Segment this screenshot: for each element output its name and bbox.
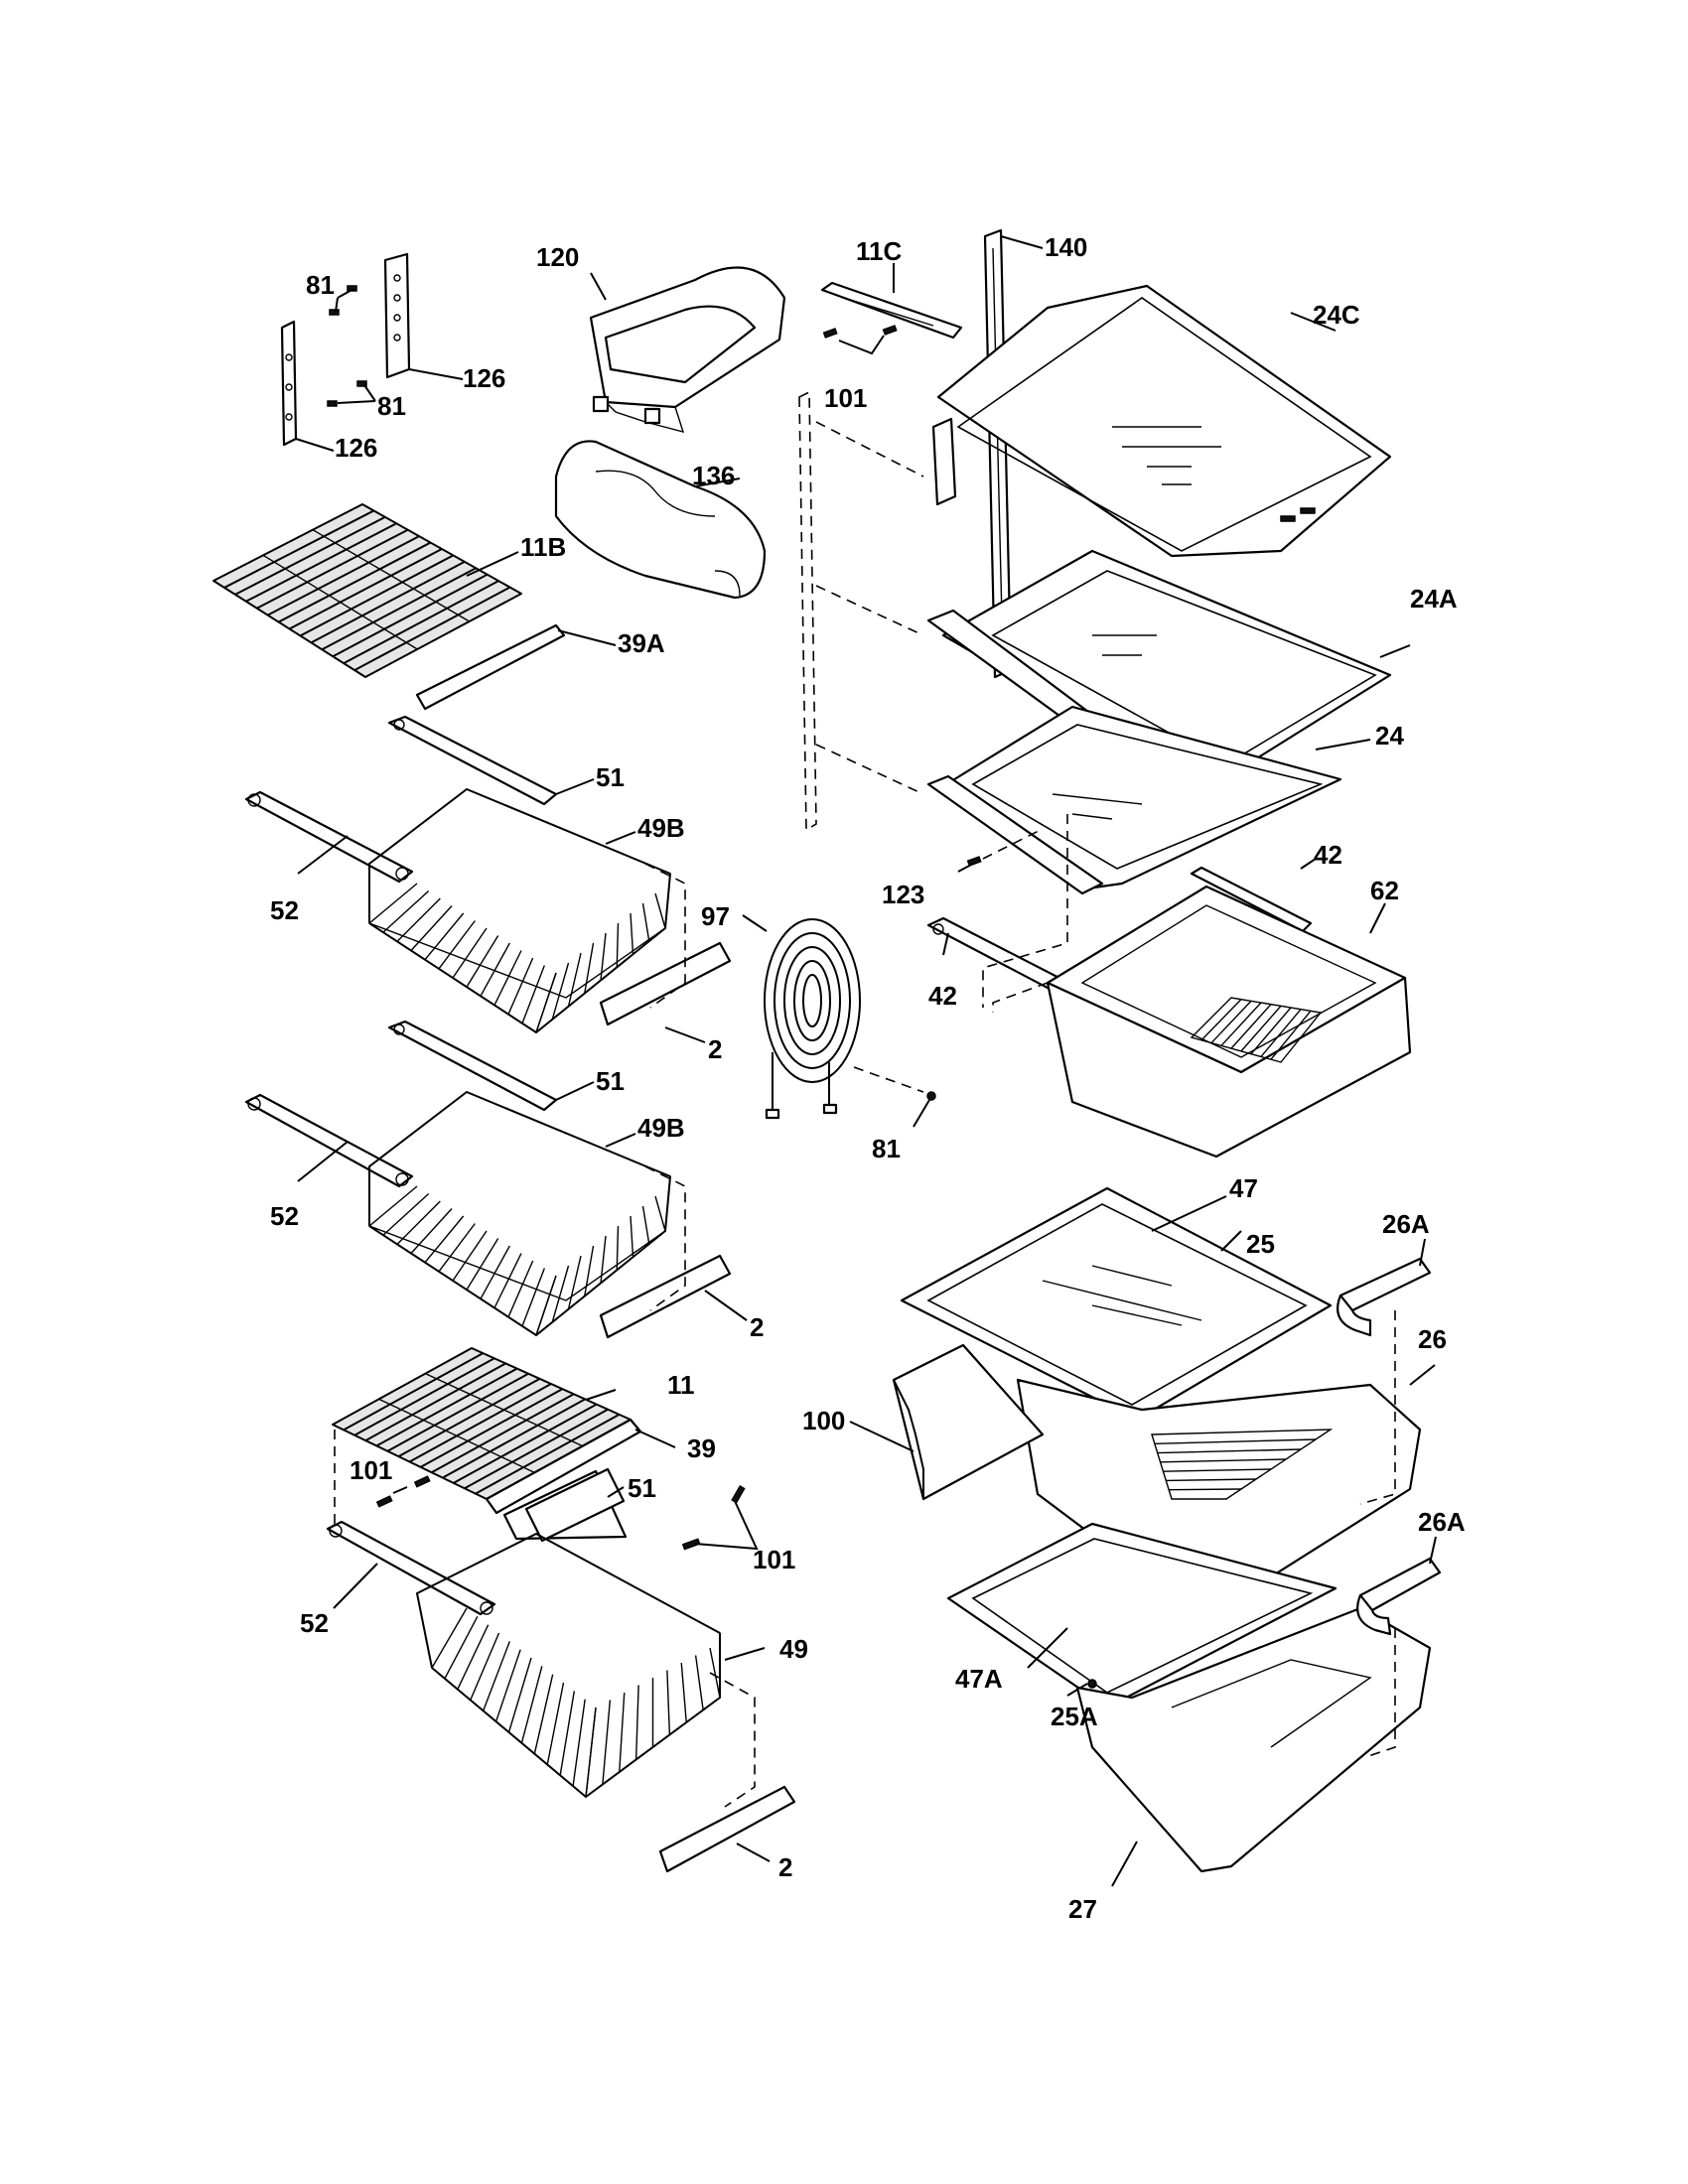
slide-rail-51-c [502, 1467, 628, 1543]
callout-47: 47 [1229, 1173, 1258, 1203]
bracket-11C [820, 263, 963, 340]
slide-rail-51-b [387, 1020, 595, 1112]
cradle-136 [554, 440, 767, 600]
ice-bin-120 [589, 266, 786, 434]
callout-2: 2 [778, 1852, 792, 1882]
callout-136: 136 [692, 461, 735, 490]
dashed-guide-27 [1364, 1628, 1396, 1758]
glass-shelf-24A [926, 549, 1411, 778]
callout-24A: 24A [1410, 584, 1458, 614]
callout-39: 39 [687, 1433, 716, 1463]
dashed-guide-24C [815, 421, 924, 795]
slide-rail-51-a [387, 715, 595, 806]
wire-shelf-11 [332, 1347, 632, 1500]
callout-27: 27 [1068, 1894, 1097, 1924]
callout-51: 51 [628, 1473, 656, 1503]
callout-101: 101 [824, 383, 867, 413]
callout-123: 123 [882, 880, 924, 909]
callout-51: 51 [596, 1066, 625, 1096]
callout-52: 52 [300, 1608, 329, 1638]
screws-101-left [375, 1475, 431, 1508]
slide-rail-52-a [244, 790, 414, 884]
dashed-guide-basket-b [644, 1165, 686, 1311]
callout-97: 97 [701, 901, 730, 931]
bracket-26A-top [1336, 1238, 1432, 1337]
dashed-guide-62 [982, 814, 1068, 1008]
callout-81: 81 [872, 1134, 901, 1163]
crisper-cover-25A [946, 1522, 1337, 1709]
callout-126: 126 [463, 363, 505, 393]
callout-81: 81 [377, 391, 406, 421]
panel-100 [849, 1343, 1045, 1501]
callout-47A: 47A [955, 1664, 1003, 1694]
crisper-cover-25 [900, 1186, 1333, 1422]
front-trim-2-b [599, 1254, 748, 1339]
front-trim-2-a [599, 941, 732, 1043]
slide-rail-52-b [244, 1093, 414, 1188]
callout-120: 120 [536, 242, 579, 272]
callout-11B: 11B [520, 532, 566, 562]
callout-11: 11 [667, 1370, 695, 1400]
front-trim-2-c [658, 1785, 796, 1873]
slide-rail-52-c [326, 1520, 496, 1616]
callout-49B: 49B [637, 813, 685, 843]
crisper-drawer-26 [1016, 1364, 1436, 1615]
wire-basket-49B-b [368, 1090, 671, 1337]
crisper-drawer-62 [992, 885, 1412, 1159]
heater-coil-97 [742, 914, 936, 1128]
callout-52: 52 [270, 1201, 299, 1231]
wire-basket-49 [415, 1532, 766, 1799]
callout-100: 100 [802, 1406, 845, 1435]
callout-25: 25 [1246, 1229, 1275, 1259]
callout-52: 52 [270, 895, 299, 925]
trim-39A [415, 623, 617, 711]
callout-140: 140 [1045, 232, 1087, 262]
rail-42-rear [1190, 858, 1317, 933]
callout-49B: 49B [637, 1113, 685, 1143]
callout-51: 51 [596, 762, 625, 792]
callout-126: 126 [335, 433, 377, 463]
callout-26A: 26A [1418, 1507, 1466, 1537]
screw-123 [957, 828, 1044, 873]
screws-81-top [327, 285, 376, 407]
dashed-guide-basket-c [709, 1672, 756, 1808]
callout-49: 49 [779, 1634, 808, 1664]
glass-shelf-24C [931, 284, 1392, 558]
rail-left-dashed [798, 390, 817, 832]
callout-26: 26 [1418, 1324, 1447, 1354]
callout-101: 101 [753, 1545, 795, 1574]
bracket-126-right [383, 252, 464, 380]
bracket-126-left [280, 320, 335, 452]
callout-2: 2 [708, 1034, 722, 1064]
glass-shelf-24 [926, 705, 1371, 895]
callout-101: 101 [350, 1455, 392, 1485]
screws-101-right [681, 1485, 759, 1551]
crisper-drawer-27 [1075, 1606, 1432, 1887]
trim-39 [485, 1418, 676, 1515]
callout-26A: 26A [1382, 1209, 1430, 1239]
callout-2: 2 [750, 1312, 764, 1342]
callout-62: 62 [1370, 876, 1399, 905]
callout-81: 81 [306, 270, 335, 300]
dashed-guide-26 [1359, 1310, 1396, 1505]
callout-42: 42 [1314, 840, 1342, 870]
wire-basket-49B-a [368, 787, 671, 1034]
callout-11C: 11C [856, 236, 902, 266]
screws-101-top [822, 325, 898, 355]
wire-shelf-11B [212, 503, 522, 678]
callout-39A: 39A [618, 628, 665, 658]
callout-24: 24 [1375, 721, 1404, 751]
dashed-guide-basket-a [644, 863, 686, 1009]
callout-25A: 25A [1051, 1702, 1098, 1731]
callout-42: 42 [928, 981, 957, 1011]
callout-24C: 24C [1313, 300, 1360, 330]
bracket-26A-bottom [1356, 1536, 1442, 1636]
